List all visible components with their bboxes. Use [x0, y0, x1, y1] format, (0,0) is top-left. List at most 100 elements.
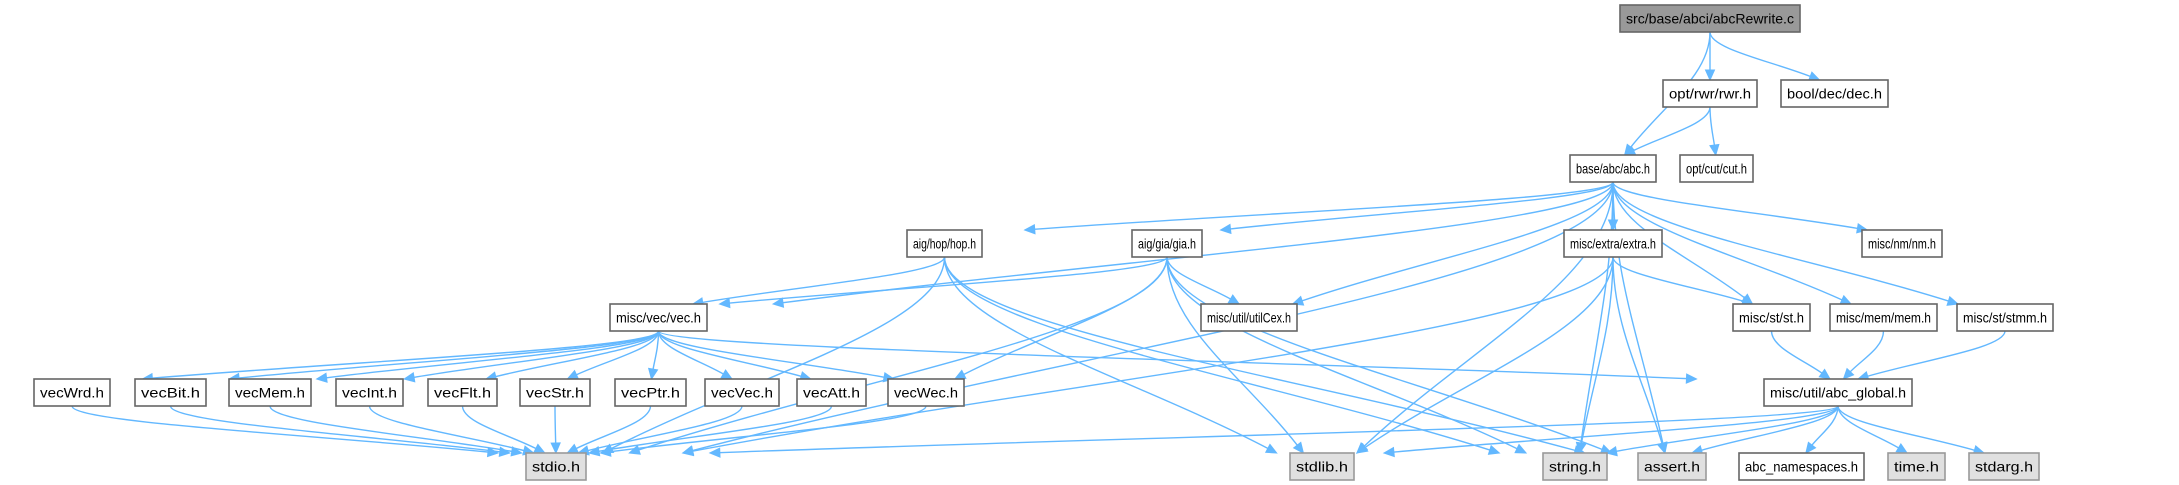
node-extra[interactable]: misc/extra/extra.h: [1563, 229, 1663, 258]
edge-line: [1166, 256, 1519, 450]
node-vecPtr[interactable]: vecPtr.h: [614, 378, 687, 407]
node-vecFlt[interactable]: vecFlt.h: [427, 378, 498, 407]
edge-line: [1612, 181, 1664, 445]
edge-line: [554, 405, 557, 445]
node-label: misc/vec/vec.h: [616, 310, 701, 326]
edge-line: [1866, 330, 2006, 378]
arrowhead-icon: [402, 372, 416, 383]
arrowhead-icon: [720, 369, 734, 380]
node-abc_namespaces[interactable]: abc_namespaces.h: [1738, 452, 1865, 481]
node-string[interactable]: string.h: [1542, 452, 1608, 481]
edge-line: [1709, 31, 1812, 78]
node-box: [1887, 452, 1946, 481]
arrowhead-icon: [681, 445, 695, 457]
edge-abc-to-utilCex: [1291, 181, 1614, 306]
edge-stmm-to-abc_global: [1856, 330, 2006, 382]
edge-line: [943, 256, 1577, 452]
node-vecMem[interactable]: vecMem.h: [228, 378, 312, 407]
edge-line: [586, 405, 743, 452]
node-label: vecPtr.h: [621, 385, 680, 401]
node-nm[interactable]: misc/nm/nm.h: [1861, 229, 1943, 258]
edge-line: [412, 330, 660, 379]
node-label: aig/hop/hop.h: [913, 236, 976, 252]
node-vec[interactable]: misc/vec/vec.h: [609, 303, 708, 332]
edge-line: [461, 405, 538, 450]
edge-line: [652, 330, 660, 371]
node-st[interactable]: misc/st/st.h: [1732, 303, 1811, 332]
edge-line: [269, 405, 513, 453]
node-label: misc/util/utilCex.h: [1207, 310, 1291, 326]
edge-line: [169, 405, 501, 453]
arrowhead-icon: [628, 444, 641, 455]
node-rwr[interactable]: opt/rwr/rwr.h: [1662, 79, 1758, 108]
node-box: [1637, 452, 1707, 481]
node-box: [906, 229, 983, 258]
node-vecWec[interactable]: vecWec.h: [887, 378, 965, 407]
edge-rwr-to-abc: [1623, 106, 1711, 156]
node-box: [33, 378, 111, 407]
node-dec[interactable]: bool/dec/dec.h: [1780, 79, 1889, 108]
node-stdlib[interactable]: stdlib.h: [1289, 452, 1355, 481]
node-vecAtt[interactable]: vecAtt.h: [796, 378, 867, 407]
node-vecBit[interactable]: vecBit.h: [134, 378, 207, 407]
arrowhead-icon: [771, 297, 785, 308]
node-label: misc/st/stmm.h: [1963, 310, 2047, 326]
edge-line: [1709, 106, 1716, 147]
node-stdio[interactable]: stdio.h: [525, 452, 587, 481]
node-cut[interactable]: opt/cut/cut.h: [1679, 154, 1754, 183]
node-hop[interactable]: aig/hop/hop.h: [906, 229, 983, 258]
edge-abc_global-to-abc_namespaces: [1805, 405, 1839, 454]
edge-mem-to-abc_global: [1842, 330, 1885, 380]
edge-line: [657, 330, 725, 376]
node-assert[interactable]: assert.h: [1637, 452, 1707, 481]
node-label: assert.h: [1644, 459, 1700, 475]
edge-line: [151, 330, 660, 379]
edge-abc_global-to-assert: [1690, 405, 1839, 456]
node-mem[interactable]: misc/mem/mem.h: [1829, 303, 1938, 332]
node-stdarg[interactable]: stdarg.h: [1968, 452, 2040, 481]
node-abc[interactable]: base/abc/abc.h: [1569, 154, 1657, 183]
node-abc_global[interactable]: misc/util/abc_global.h: [1763, 378, 1913, 407]
node-vecInt[interactable]: vecInt.h: [335, 378, 404, 407]
arrowhead-icon: [1946, 295, 1960, 306]
node-label: vecMem.h: [235, 385, 305, 401]
arrowhead-icon: [1514, 443, 1528, 454]
node-vecWrd[interactable]: vecWrd.h: [33, 378, 111, 407]
node-vecVec[interactable]: vecVec.h: [704, 378, 780, 407]
arrowhead-icon: [599, 446, 612, 457]
node-label: misc/extra/extra.h: [1570, 236, 1656, 252]
edge-vec-to-vecAtt: [657, 330, 812, 382]
node-box: [1131, 229, 1203, 258]
node-gia[interactable]: aig/gia/gia.h: [1131, 229, 1203, 258]
edge-line: [1632, 106, 1711, 152]
edge-line: [728, 256, 1168, 304]
node-time[interactable]: time.h: [1887, 452, 1946, 481]
node-box: [1763, 378, 1913, 407]
arrowhead-icon: [1605, 445, 1618, 457]
edge-line: [1166, 256, 1299, 447]
node-box: [887, 378, 965, 407]
edge-line: [609, 405, 927, 453]
edge-line: [718, 405, 1839, 454]
node-box: [1738, 452, 1865, 481]
edge-line: [637, 256, 1168, 451]
edge-line: [1849, 330, 1885, 373]
node-box: [1780, 79, 1889, 108]
arrowhead-icon: [566, 369, 580, 380]
node-label: string.h: [1549, 459, 1601, 475]
edge-line: [494, 330, 660, 378]
edge-line: [71, 405, 490, 453]
node-stmm[interactable]: misc/st/stmm.h: [1956, 303, 2054, 332]
edge-line: [1033, 181, 1614, 231]
edge-line: [1229, 181, 1614, 230]
edge-vec-to-vecMem: [315, 330, 660, 383]
arrowhead-icon: [1576, 441, 1587, 455]
node-label: vecStr.h: [526, 385, 584, 401]
node-box: [525, 452, 587, 481]
node-box: [134, 378, 207, 407]
node-box: [614, 378, 687, 407]
node-utilCex[interactable]: misc/util/utilCex.h: [1200, 303, 1298, 332]
arrowhead-icon: [550, 442, 561, 455]
node-vecStr[interactable]: vecStr.h: [519, 378, 591, 407]
edge-line: [237, 330, 660, 379]
